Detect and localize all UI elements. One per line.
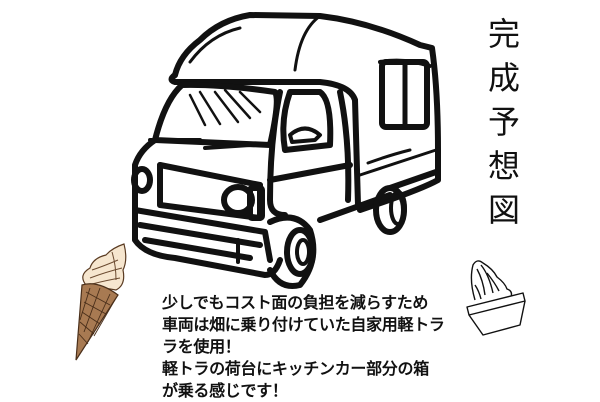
ice-cream-cup-illustration (466, 260, 526, 336)
caption-line: が乗る感じです！ (162, 381, 288, 400)
caption-text: 少しでもコスト面の負担を減らすため 車両は畑に乗り付けていた自家用軽トラ ラを使… (162, 292, 462, 402)
title-char: 予 (487, 103, 520, 141)
title-char: 想 (487, 147, 520, 185)
title-char: 完 (487, 15, 520, 53)
title-vertical: 完 成 予 想 図 (484, 12, 524, 232)
title-char: 成 (487, 59, 520, 97)
caption-line: 車両は畑に乗り付けていた自家用軽トラ (162, 315, 445, 334)
caption-line: 軽トラの荷台にキッチンカー部分の箱 (162, 359, 429, 378)
kitchen-car-truck-illustration (131, 12, 441, 289)
ice-cream-cone-illustration (75, 243, 127, 361)
title-char: 図 (487, 191, 520, 229)
caption-line: 少しでもコスト面の負担を減らすため (162, 293, 429, 312)
caption-line: ラを使用！ (162, 337, 241, 356)
